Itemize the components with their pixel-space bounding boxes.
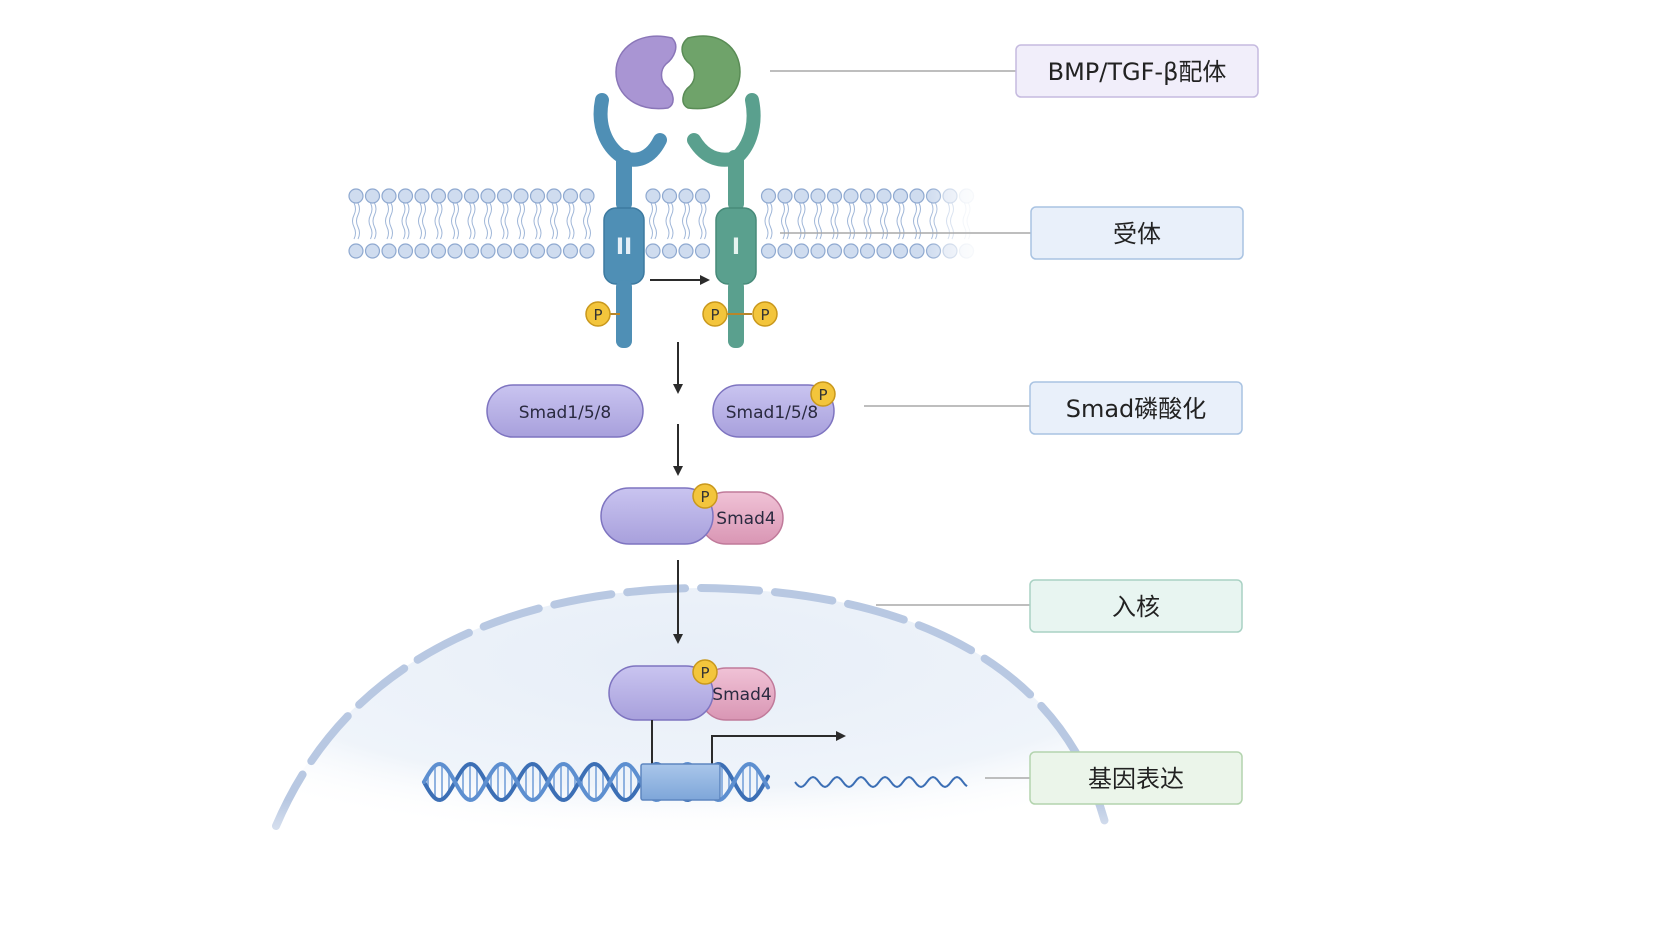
- receptor-i-phospho: P P: [702, 301, 778, 327]
- phospho-label: P: [760, 306, 769, 324]
- phospho-label: P: [700, 488, 709, 506]
- smad-complex-nucleus: Smad4 P: [608, 659, 776, 721]
- label-connectors: [770, 70, 1031, 779]
- transcription-arrow: [711, 731, 846, 764]
- phospho-label: P: [593, 306, 602, 324]
- nucleus: [250, 583, 1150, 870]
- receptor-i-label: I: [732, 235, 740, 260]
- receptor-ii-phospho: P: [585, 301, 620, 327]
- promoter-box: [640, 763, 721, 801]
- label-smad-phos: Smad磷酸化: [1066, 395, 1207, 423]
- label-nuclear-entry: 入核: [1112, 593, 1160, 621]
- phospho-label: P: [818, 386, 827, 404]
- phospho-label: P: [700, 664, 709, 682]
- cell-membrane: [348, 188, 975, 259]
- smad-complex-cytoplasm: Smad4 P: [600, 483, 784, 545]
- receptor-ii-label: II: [616, 235, 632, 260]
- ligand-purple: [615, 35, 677, 110]
- label-ligand-box: BMP/TGF-β配体: [1015, 44, 1259, 98]
- label-ligand: BMP/TGF-β配体: [1048, 58, 1227, 86]
- type-ii-receptor: II: [593, 93, 667, 348]
- label-nuclear-entry-box: 入核: [1029, 579, 1243, 633]
- label-receptor-box: 受体: [1030, 206, 1244, 260]
- mrna-wave: [794, 775, 968, 789]
- ligand-green: [681, 35, 741, 110]
- smad4-nuc-label: Smad4: [712, 685, 771, 705]
- label-smad-phos-box: Smad磷酸化: [1029, 381, 1243, 435]
- label-gene-expression: 基因表达: [1088, 765, 1184, 793]
- label-receptor: 受体: [1113, 220, 1161, 248]
- type-i-receptor: I: [687, 93, 761, 348]
- smad4-cyto-label: Smad4: [716, 509, 775, 529]
- smad158-right-label: Smad1/5/8: [726, 403, 818, 423]
- smad158-left-label: Smad1/5/8: [519, 403, 611, 423]
- phospho-label: P: [710, 306, 719, 324]
- smad158-phosphorylated: Smad1/5/8 P: [712, 381, 836, 438]
- membrane-fade: [930, 180, 990, 265]
- label-gene-expression-box: 基因表达: [1029, 751, 1243, 805]
- smad158-unphosphorylated: Smad1/5/8: [486, 384, 644, 438]
